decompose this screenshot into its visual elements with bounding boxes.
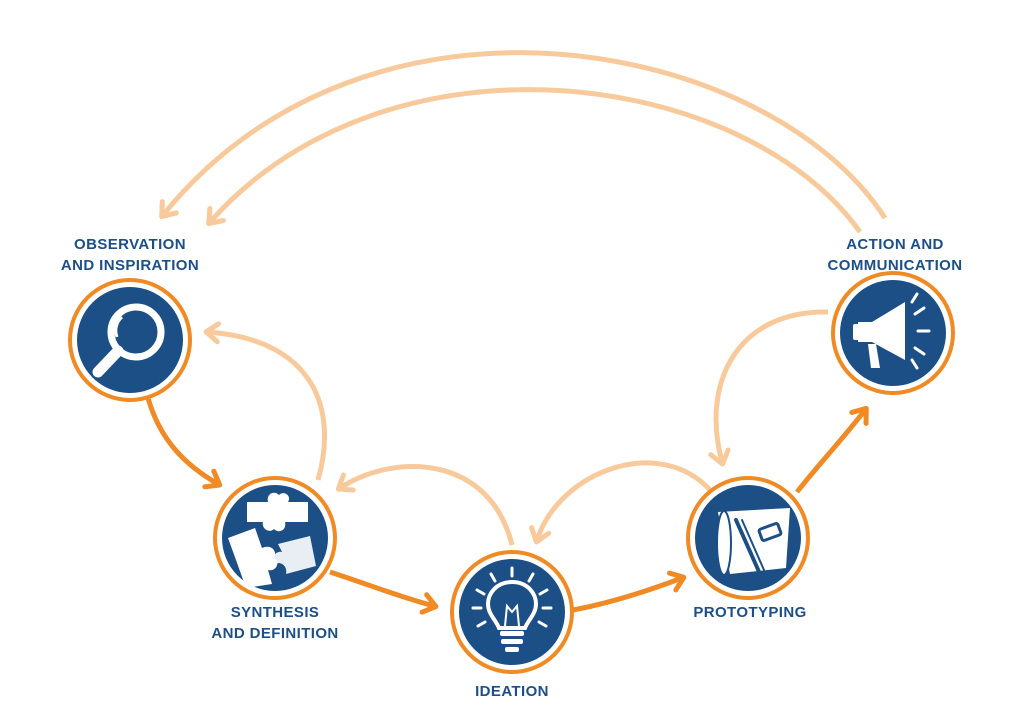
- feedback-arrow-ideation-to-synthesis: [335, 463, 515, 546]
- light-bulb-icon: [471, 566, 553, 652]
- forward-arrow-observation-to-synthesis: [145, 397, 223, 490]
- feedback-arrow-prototyping-to-ideation: [529, 460, 712, 545]
- stage-label-line: PROTOTYPING: [693, 604, 807, 621]
- stage-label-prototyping: PROTOTYPING: [680, 602, 820, 623]
- puzzle-pieces-icon: [228, 492, 316, 588]
- stage-label-ideation: IDEATION: [452, 681, 572, 702]
- stage-label-line: OBSERVATION: [74, 236, 186, 253]
- stage-label-line: SYNTHESIS: [230, 604, 320, 621]
- stage-node-prototyping: [686, 476, 810, 600]
- feedback-arrow-action-to-observation-outer: [159, 50, 888, 220]
- blueprint-tools-icon: [716, 508, 790, 576]
- stage-label-line: AND DEFINITION: [211, 625, 339, 642]
- magnifying-glass-icon: [92, 303, 165, 378]
- megaphone-icon: [853, 292, 931, 370]
- feedback-arrow-synthesis-to-observation: [203, 321, 327, 481]
- stage-label-synthesis: SYNTHESIS AND DEFINITION: [190, 602, 360, 644]
- stage-node-observation: [68, 278, 192, 402]
- forward-arrow-prototyping-to-action: [795, 405, 869, 494]
- stage-node-ideation: [450, 550, 574, 674]
- forward-arrow-ideation-to-prototyping: [572, 570, 687, 613]
- stage-node-synthesis: [213, 476, 337, 600]
- stage-label-observation: OBSERVATION AND INSPIRATION: [30, 234, 230, 276]
- feedback-arrow-action-to-prototyping: [708, 309, 829, 467]
- stage-label-action: ACTION AND COMMUNICATION: [800, 234, 990, 276]
- stage-node-action: [831, 271, 955, 395]
- feedback-arrow-action-to-observation-inner: [206, 87, 863, 234]
- stage-label-line: IDEATION: [475, 683, 549, 700]
- stage-label-line: COMMUNICATION: [827, 257, 963, 274]
- stage-label-line: AND INSPIRATION: [60, 257, 200, 274]
- stage-label-line: ACTION AND: [846, 236, 944, 253]
- forward-arrow-synthesis-to-ideation: [329, 569, 439, 615]
